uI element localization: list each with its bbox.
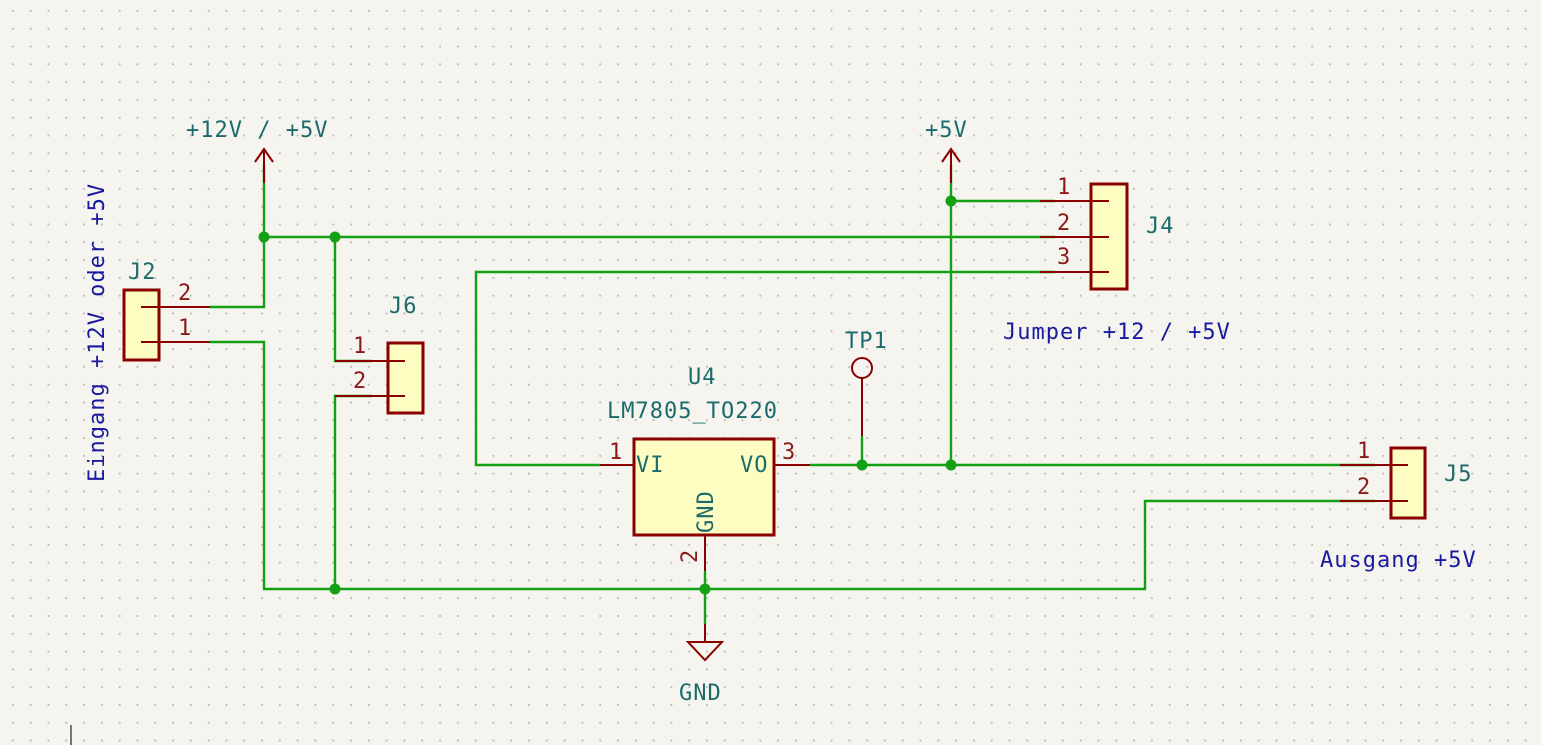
connector-j6[interactable]: J6 1 2 xyxy=(335,294,425,415)
gnd-triangle-icon xyxy=(685,641,725,662)
wire-j2-pin2 xyxy=(210,237,266,309)
j2-body xyxy=(122,288,161,362)
power-symbol-vin[interactable]: +12V / +5V xyxy=(186,118,328,183)
connector-j2[interactable]: J2 2 1 Eingang +12V oder +5V xyxy=(85,183,210,482)
power-vin-label: +12V / +5V xyxy=(186,118,328,143)
j4-ref: J4 xyxy=(1146,214,1175,239)
j6-body xyxy=(386,341,425,415)
j4-pin1-number: 1 xyxy=(1057,175,1071,200)
junction-dot xyxy=(329,231,341,243)
wire-j6-pin2 xyxy=(333,394,372,589)
connector-j5[interactable]: 1 2 J5 Ausgang +5V xyxy=(1320,439,1477,573)
j2-pin2-number: 2 xyxy=(178,281,192,306)
u4-pin-vi-name: VI xyxy=(636,453,665,478)
j6-pin2-number: 2 xyxy=(353,369,367,394)
u4-pin2-number: 2 xyxy=(678,549,703,563)
junction-dot xyxy=(945,459,957,471)
u4-value: LM7805_TO220 xyxy=(607,399,778,424)
j2-pin1-number: 1 xyxy=(178,316,192,341)
testpoint-tp1[interactable]: TP1 xyxy=(845,329,888,436)
u4-pin3-number: 3 xyxy=(782,440,796,465)
j4-note: Jumper +12 / +5V xyxy=(1003,320,1231,345)
u4-pin1-number: 1 xyxy=(609,440,623,465)
j4-pin2-number: 2 xyxy=(1057,211,1071,236)
junctions xyxy=(258,195,957,595)
regulator-u4[interactable]: U4 LM7805_TO220 1 3 VI VO GND 2 xyxy=(600,365,810,571)
power-symbol-gnd[interactable]: GND xyxy=(679,624,725,706)
junction-dot xyxy=(945,195,957,207)
tp1-ring-icon xyxy=(851,357,873,379)
j2-note: Eingang +12V oder +5V xyxy=(85,183,110,482)
junction-dot xyxy=(258,231,270,243)
j6-ref: J6 xyxy=(389,294,418,319)
j5-body xyxy=(1389,446,1427,520)
junction-dot xyxy=(329,583,341,595)
j4-pin3-number: 3 xyxy=(1057,245,1071,270)
j2-ref: J2 xyxy=(128,260,157,285)
junction-dot xyxy=(856,459,868,471)
power-symbol-vout[interactable]: +5V xyxy=(925,118,968,183)
u4-ref: U4 xyxy=(688,365,717,390)
u4-pin-gnd-name: GND xyxy=(694,490,719,533)
j5-note: Ausgang +5V xyxy=(1320,548,1477,573)
connector-j4[interactable]: 1 2 3 J4 Jumper +12 / +5V xyxy=(1003,175,1231,345)
wire-j4-pin3-to-vi xyxy=(474,270,1055,467)
j5-pin1-number: 1 xyxy=(1357,439,1371,464)
tp1-ref: TP1 xyxy=(845,329,888,354)
gnd-label: GND xyxy=(679,681,722,706)
u4-body xyxy=(632,437,776,537)
j5-ref: J5 xyxy=(1444,462,1473,487)
wires xyxy=(210,165,1375,624)
u4-pin-vo-name: VO xyxy=(740,453,769,478)
power-vout-label: +5V xyxy=(925,118,968,143)
j5-pin2-number: 2 xyxy=(1357,475,1371,500)
junction-dot xyxy=(699,583,711,595)
j6-pin1-number: 1 xyxy=(353,334,367,359)
